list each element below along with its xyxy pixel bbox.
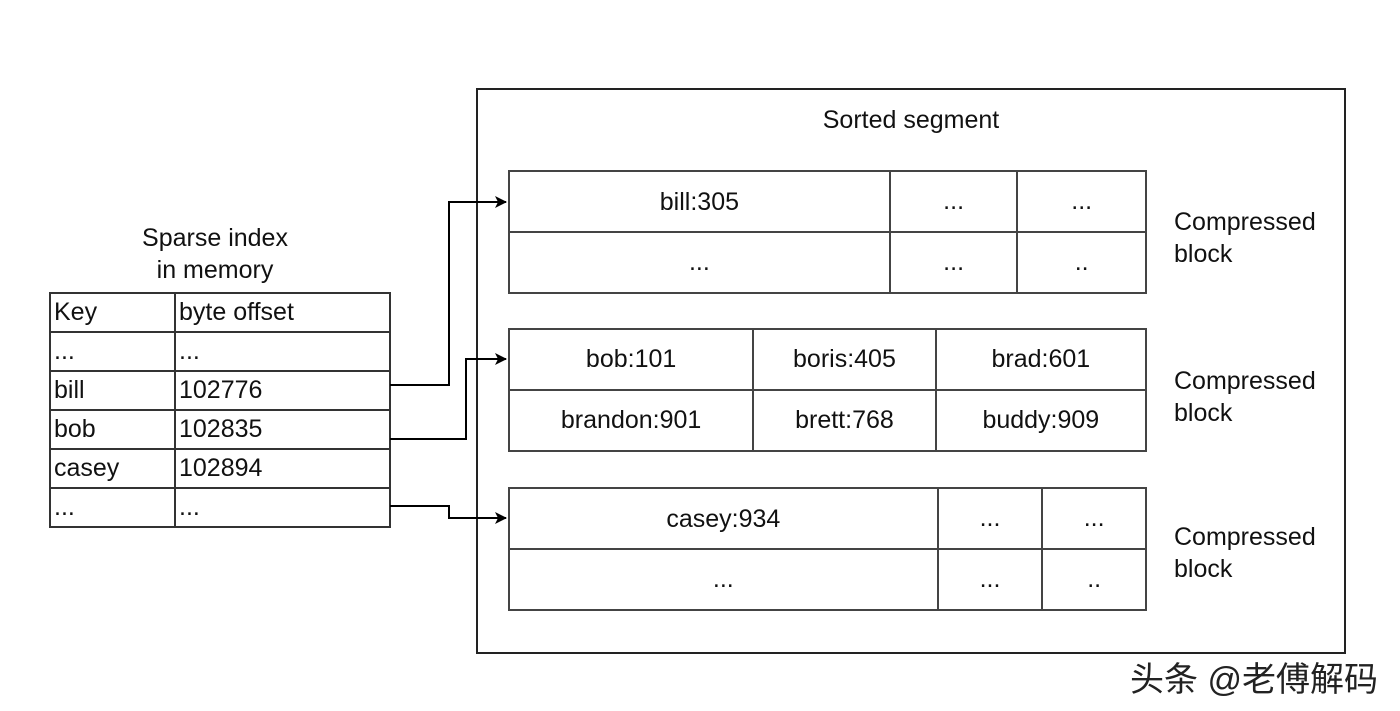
arrow-bill — [390, 196, 507, 386]
block-cell: ... — [888, 170, 1019, 233]
block-row: brandon:901 brett:768 buddy:909 — [507, 389, 1148, 452]
index-key: bob — [49, 409, 176, 450]
block-cell: brett:768 — [752, 389, 937, 452]
index-row: bill 102776 — [49, 370, 391, 411]
sparse-index-title-line2: in memory — [156, 256, 274, 284]
index-header-key: Key — [49, 292, 176, 333]
block-cell: bill:305 — [508, 170, 891, 233]
block-label-line1: Compressed — [1174, 367, 1316, 395]
index-header-row: Key byte offset — [49, 292, 391, 333]
index-offset: 102776 — [174, 370, 391, 411]
block-cell: ... — [1016, 170, 1147, 233]
block-cell: brandon:901 — [507, 389, 755, 452]
block-row: ... ... .. — [508, 548, 1147, 611]
sparse-index-table: Key byte offset ... ... bill 102776 bob … — [49, 292, 391, 528]
block-label-line2: block — [1174, 240, 1233, 268]
compressed-block-label: Compressed block — [1174, 206, 1316, 270]
index-row: casey 102894 — [49, 448, 391, 489]
block-cell: .. — [1016, 231, 1147, 294]
block-cell: ... — [508, 231, 891, 294]
index-row: ... ... — [49, 331, 391, 372]
sparse-index-title-line1: Sparse index — [142, 224, 288, 252]
compressed-block-label: Compressed block — [1174, 365, 1316, 429]
index-offset: 102835 — [174, 409, 391, 450]
block-cell: ... — [508, 548, 939, 611]
block-cell: ... — [936, 487, 1044, 550]
block-label-line2: block — [1174, 555, 1233, 583]
compressed-block: bill:305 ... ... ... ... .. — [508, 170, 1147, 294]
compressed-block: bob:101 boris:405 brad:601 brandon:901 b… — [507, 328, 1148, 452]
index-key: ... — [49, 331, 176, 372]
block-cell: bob:101 — [507, 328, 755, 391]
block-cell: .. — [1041, 548, 1147, 611]
compressed-block: casey:934 ... ... ... ... .. — [508, 487, 1147, 611]
index-offset: 102894 — [174, 448, 391, 489]
index-row: ... ... — [49, 487, 391, 528]
compressed-block-label: Compressed block — [1174, 521, 1316, 585]
block-cell: ... — [1041, 487, 1147, 550]
block-label-line1: Compressed — [1174, 208, 1316, 236]
block-cell: buddy:909 — [934, 389, 1148, 452]
block-cell: casey:934 — [508, 487, 939, 550]
arrow-casey — [390, 505, 507, 524]
index-key: ... — [49, 487, 176, 528]
index-header-offset: byte offset — [174, 292, 391, 333]
block-cell: brad:601 — [934, 328, 1148, 391]
block-cell: ... — [936, 548, 1044, 611]
block-row: bill:305 ... ... — [508, 170, 1147, 233]
index-key: bill — [49, 370, 176, 411]
sorted-segment-title: Sorted segment — [822, 106, 1000, 134]
block-cell: ... — [888, 231, 1019, 294]
index-row: bob 102835 — [49, 409, 391, 450]
block-row: casey:934 ... ... — [508, 487, 1147, 550]
sparse-index-title: Sparse index in memory — [95, 222, 335, 286]
block-label-line1: Compressed — [1174, 523, 1316, 551]
arrow-bob — [390, 353, 507, 440]
block-cell: boris:405 — [752, 328, 937, 391]
block-row: bob:101 boris:405 brad:601 — [507, 328, 1148, 391]
watermark-text: 头条 @老傅解码 — [1130, 661, 1378, 699]
block-label-line2: block — [1174, 399, 1233, 427]
index-key: casey — [49, 448, 176, 489]
index-offset: ... — [174, 487, 391, 528]
block-row: ... ... .. — [508, 231, 1147, 294]
sorted-segment-box — [476, 88, 1346, 654]
index-offset: ... — [174, 331, 391, 372]
